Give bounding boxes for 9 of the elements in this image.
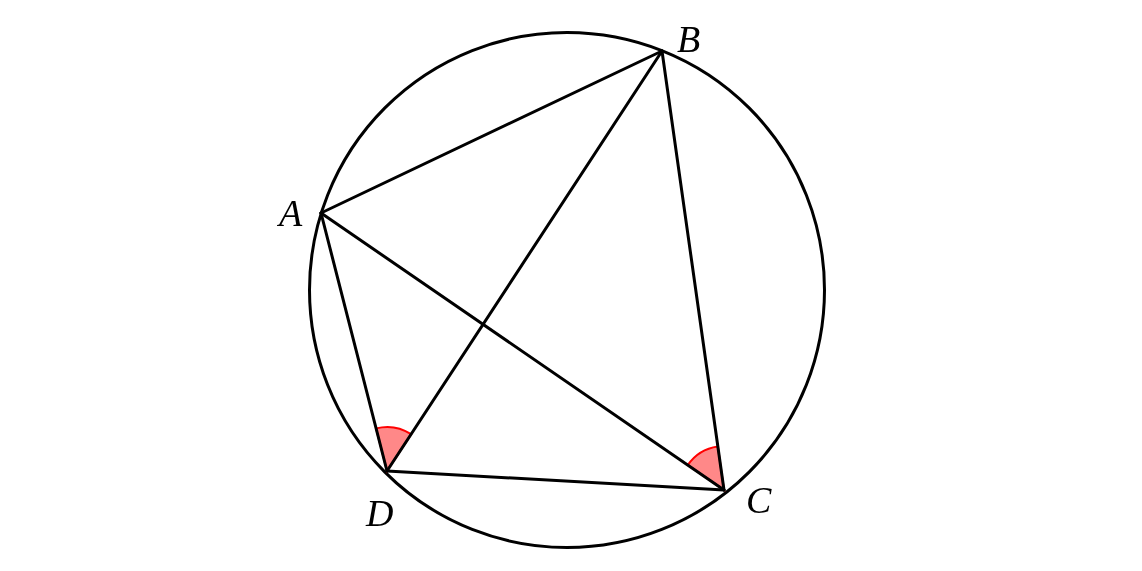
line-segment	[319, 211, 389, 473]
vertex-label: B	[677, 20, 701, 58]
line-segment	[319, 49, 664, 215]
line-segment	[319, 211, 726, 492]
line-segment	[660, 49, 726, 492]
line-segment	[385, 49, 664, 473]
vertex-label: D	[366, 494, 394, 532]
vertex-label: A	[279, 194, 303, 232]
vertex-label: C	[746, 481, 772, 519]
